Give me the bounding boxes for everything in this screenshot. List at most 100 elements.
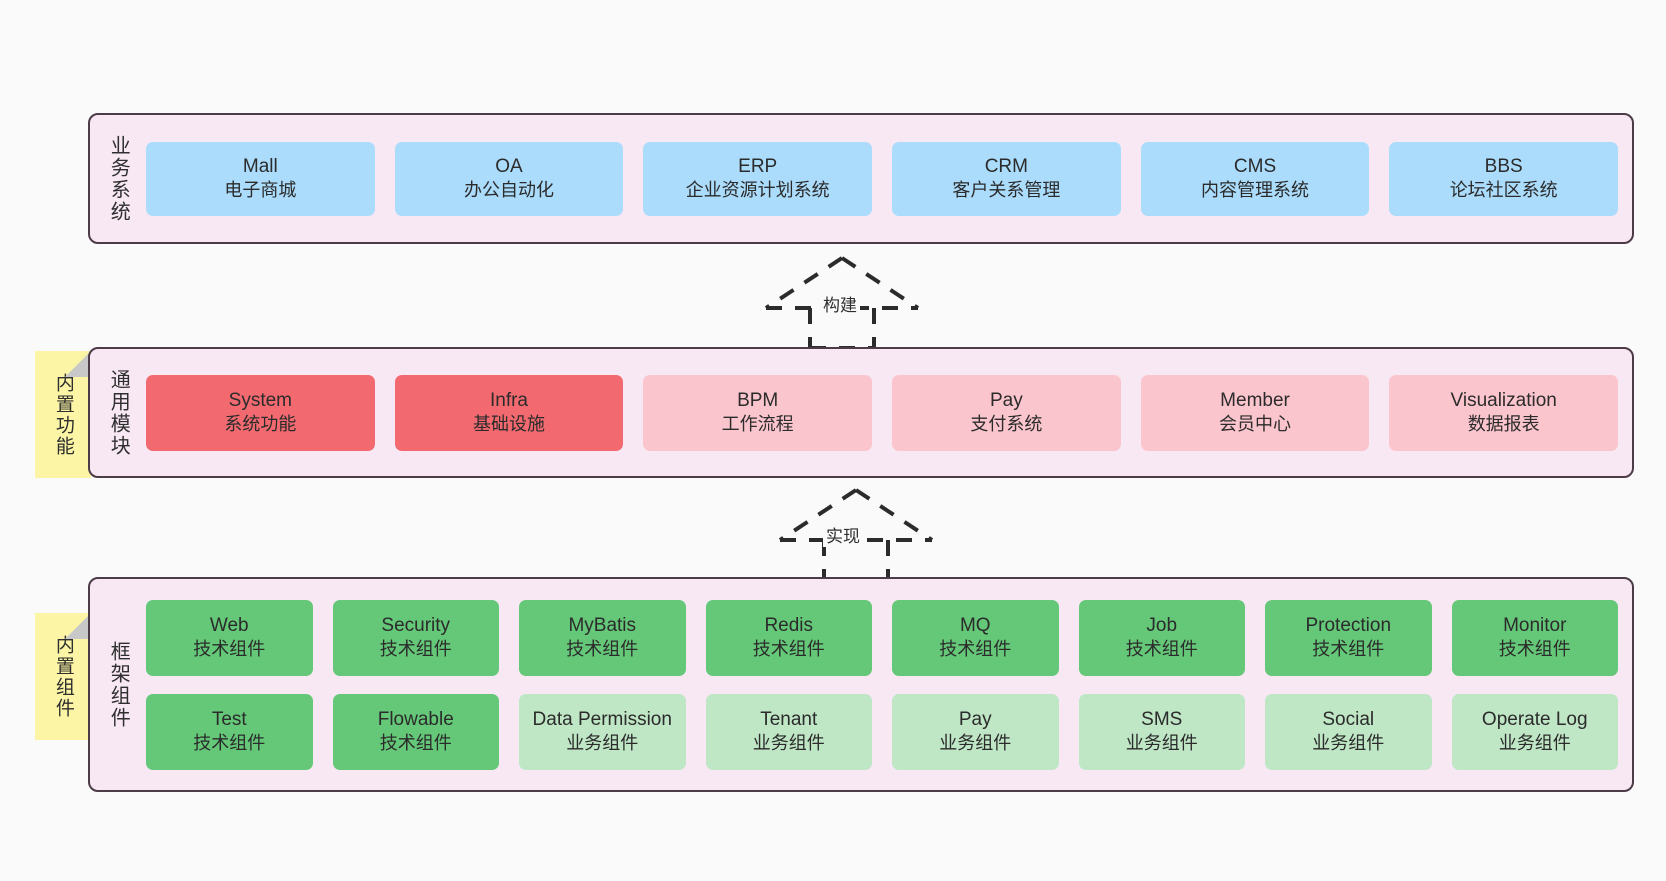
node-title: Redis — [764, 614, 814, 636]
node-subtitle: 技术组件 — [566, 639, 639, 660]
node-row: Mall 电子商城 OA 办公自动化 ERP 企业资源计划系统 CRM 客户关系… — [146, 141, 1619, 216]
node-pay-module[interactable]: Pay 支付系统 — [892, 374, 1121, 451]
node-sms[interactable]: SMS 业务组件 — [1078, 693, 1245, 770]
node-bbs[interactable]: BBS 论坛社区系统 — [1389, 141, 1619, 216]
node-subtitle: 技术组件 — [1312, 639, 1385, 660]
node-title: Pay — [989, 389, 1023, 411]
note-builtin-component: 内置组件 — [35, 613, 91, 740]
layer-common-modules: 通用模块 System 系统功能 Infra 基础设施 BPM 工作流程 Pay… — [88, 347, 1634, 478]
node-subtitle: 会员中心 — [1219, 414, 1292, 435]
node-crm[interactable]: CRM 客户关系管理 — [892, 141, 1121, 216]
layer-body-common-modules: System 系统功能 Infra 基础设施 BPM 工作流程 Pay 支付系统… — [146, 349, 1632, 476]
node-title: System — [228, 389, 293, 411]
node-title: Pay — [958, 708, 992, 730]
node-title: Data Permission — [532, 708, 672, 730]
node-title: MyBatis — [568, 614, 637, 636]
node-subtitle: 技术组件 — [939, 639, 1012, 660]
node-subtitle: 技术组件 — [379, 639, 452, 660]
node-subtitle: 业务组件 — [939, 733, 1012, 754]
node-subtitle: 业务组件 — [1125, 733, 1198, 754]
node-subtitle: 业务组件 — [1312, 733, 1385, 754]
node-title: ERP — [738, 155, 778, 177]
node-data-permission[interactable]: Data Permission 业务组件 — [519, 693, 686, 770]
node-visualization[interactable]: Visualization 数据报表 — [1389, 374, 1619, 451]
note-builtin-function: 内置功能 — [35, 351, 91, 478]
node-subtitle: 技术组件 — [1498, 639, 1571, 660]
node-mybatis[interactable]: MyBatis 技术组件 — [519, 599, 686, 676]
node-subtitle: 业务组件 — [566, 733, 639, 754]
node-job[interactable]: Job 技术组件 — [1078, 599, 1245, 676]
node-title: SMS — [1141, 708, 1183, 730]
node-subtitle: 业务组件 — [752, 733, 825, 754]
node-row: Web 技术组件 Security 技术组件 MyBatis 技术组件 Redi… — [146, 599, 1618, 676]
node-mq[interactable]: MQ 技术组件 — [892, 599, 1059, 676]
node-mall[interactable]: Mall 电子商城 — [146, 141, 375, 216]
layer-title-framework-components: 框架组件 — [107, 640, 130, 729]
node-subtitle: 支付系统 — [970, 414, 1043, 435]
node-title: Member — [1220, 389, 1290, 411]
node-title: Operate Log — [1481, 708, 1588, 730]
node-title: OA — [495, 155, 523, 177]
connector-implement-label: 实现 — [823, 522, 863, 547]
node-member[interactable]: Member 会员中心 — [1140, 374, 1370, 451]
node-row: Test 技术组件 Flowable 技术组件 Data Permission … — [146, 693, 1618, 770]
node-subtitle: 技术组件 — [1125, 639, 1198, 660]
node-title: Protection — [1305, 614, 1392, 636]
layer-title-business-systems: 业务系统 — [107, 134, 130, 223]
node-subtitle: 工作流程 — [721, 414, 794, 435]
connector-build-label: 构建 — [820, 291, 860, 316]
node-subtitle: 论坛社区系统 — [1449, 180, 1558, 201]
node-title: CRM — [984, 155, 1028, 177]
node-title: Job — [1146, 614, 1178, 636]
node-security[interactable]: Security 技术组件 — [332, 599, 499, 676]
node-flowable[interactable]: Flowable 技术组件 — [332, 693, 499, 770]
node-title: Web — [209, 614, 249, 636]
node-cms[interactable]: CMS 内容管理系统 — [1140, 141, 1370, 216]
node-title: Social — [1322, 708, 1375, 730]
node-subtitle: 企业资源计划系统 — [685, 180, 830, 201]
node-title: Monitor — [1503, 614, 1567, 636]
node-title: Infra — [489, 389, 529, 411]
node-bpm[interactable]: BPM 工作流程 — [643, 374, 873, 451]
layer-framework-components: 框架组件 Web 技术组件 Security 技术组件 MyBatis 技术组件… — [88, 577, 1634, 792]
node-subtitle: 基础设施 — [473, 414, 545, 435]
node-subtitle: 办公自动化 — [464, 180, 554, 201]
node-title: Flowable — [377, 708, 454, 730]
note-text: 内置功能 — [52, 372, 74, 457]
node-subtitle: 业务组件 — [1498, 733, 1571, 754]
node-row: System 系统功能 Infra 基础设施 BPM 工作流程 Pay 支付系统… — [146, 374, 1619, 451]
node-protection[interactable]: Protection 技术组件 — [1265, 599, 1432, 676]
layer-business-systems: 业务系统 Mall 电子商城 OA 办公自动化 ERP 企业资源计划系统 CRM… — [88, 113, 1634, 244]
node-subtitle: 系统功能 — [224, 414, 297, 435]
node-subtitle: 技术组件 — [379, 733, 452, 754]
node-infra[interactable]: Infra 基础设施 — [394, 374, 624, 451]
node-social[interactable]: Social 业务组件 — [1265, 693, 1432, 770]
node-tenant[interactable]: Tenant 业务组件 — [705, 693, 872, 770]
node-title: MQ — [959, 614, 991, 636]
node-title: Security — [381, 614, 451, 636]
node-operate-log[interactable]: Operate Log 业务组件 — [1451, 693, 1618, 770]
node-title: Visualization — [1450, 389, 1557, 411]
node-web[interactable]: Web 技术组件 — [146, 599, 313, 676]
node-subtitle: 技术组件 — [752, 639, 825, 660]
node-subtitle: 客户关系管理 — [952, 180, 1061, 201]
node-system[interactable]: System 系统功能 — [146, 374, 375, 451]
node-title: CMS — [1233, 155, 1277, 177]
layer-title-common-modules: 通用模块 — [107, 368, 130, 457]
node-test[interactable]: Test 技术组件 — [146, 693, 313, 770]
node-monitor[interactable]: Monitor 技术组件 — [1451, 599, 1618, 676]
node-subtitle: 技术组件 — [193, 733, 266, 754]
node-erp[interactable]: ERP 企业资源计划系统 — [643, 141, 873, 216]
node-title: Mall — [242, 155, 278, 177]
layer-body-framework-components: Web 技术组件 Security 技术组件 MyBatis 技术组件 Redi… — [146, 579, 1632, 790]
node-redis[interactable]: Redis 技术组件 — [705, 599, 872, 676]
node-title: Tenant — [760, 708, 818, 730]
note-text: 内置组件 — [52, 634, 74, 719]
layer-body-business-systems: Mall 电子商城 OA 办公自动化 ERP 企业资源计划系统 CRM 客户关系… — [146, 115, 1632, 242]
node-title: Test — [211, 708, 247, 730]
node-subtitle: 内容管理系统 — [1201, 180, 1310, 201]
node-title: BPM — [737, 389, 779, 411]
node-oa[interactable]: OA 办公自动化 — [394, 141, 624, 216]
node-pay-component[interactable]: Pay 业务组件 — [892, 693, 1059, 770]
